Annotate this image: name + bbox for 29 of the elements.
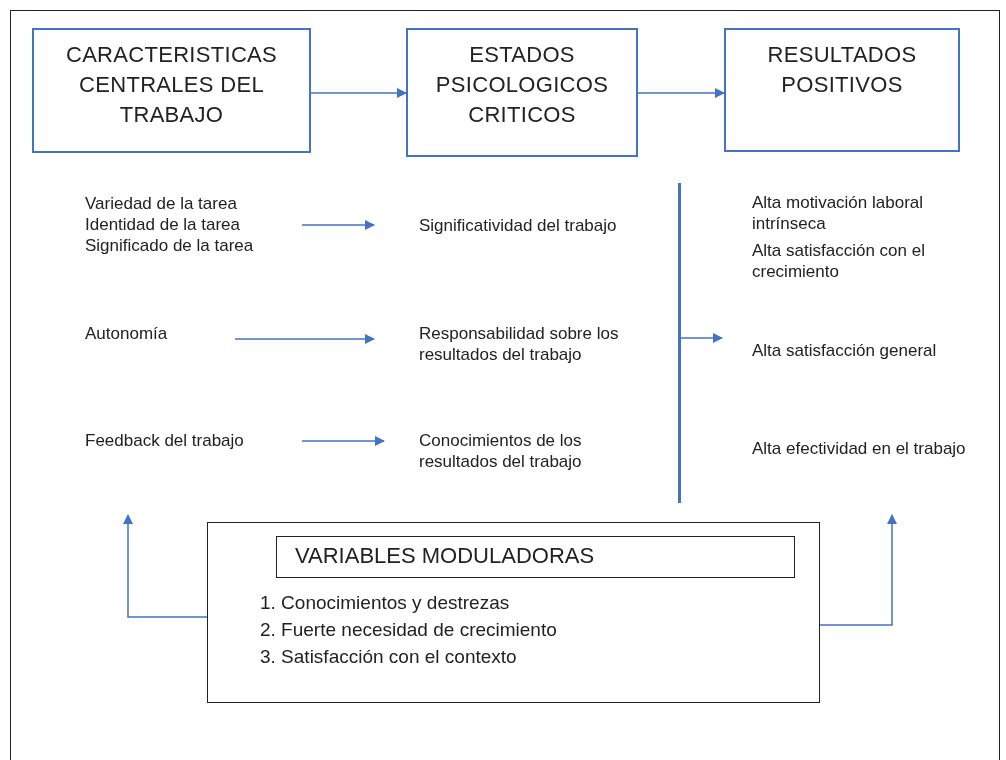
arrow	[301, 436, 385, 446]
arrow	[680, 333, 723, 343]
item-text: Autonomía	[85, 323, 169, 344]
list-item: 2. Fuerte necesidad de crecimiento	[260, 618, 557, 642]
heading-box: ESTADOS PSICOLOGICOS CRITICOS	[406, 28, 638, 157]
arrow	[301, 220, 375, 230]
arrow	[234, 334, 375, 344]
item-text: Variedad de la tarea	[85, 193, 238, 214]
item-text: Identidad de la tarea	[85, 214, 241, 235]
item-text: Alta efectividad en el trabajo	[752, 438, 967, 459]
arrow	[819, 514, 897, 626]
heading-box: CARACTERISTICAS CENTRALES DEL TRABAJO	[32, 28, 311, 153]
heading-box: RESULTADOS POSITIVOS	[724, 28, 960, 152]
item-text: Significado de la tarea	[85, 235, 255, 256]
item-text: Alta motivación laboral intrínseca	[752, 192, 925, 234]
item-text: Responsabilidad sobre los resultados del trabajo	[419, 323, 620, 365]
divider-line	[678, 183, 681, 503]
item-text: Significatividad del trabajo	[419, 215, 618, 236]
item-text: Feedback del trabajo	[85, 430, 245, 451]
item-text: Conocimientos de los resultados del trabajo	[419, 430, 583, 472]
item-text: Alta satisfacción general	[752, 340, 938, 361]
panel-heading: VARIABLES MODULADORAS	[276, 536, 795, 578]
arrow	[310, 88, 407, 98]
item-text: Alta satisfacción con el crecimiento	[752, 240, 926, 282]
arrow	[123, 514, 208, 618]
list-item: 3. Satisfacción con el contexto	[260, 645, 517, 669]
arrow	[637, 88, 725, 98]
list-item: 1. Conocimientos y destrezas	[260, 591, 510, 615]
moderators-panel	[207, 522, 820, 703]
